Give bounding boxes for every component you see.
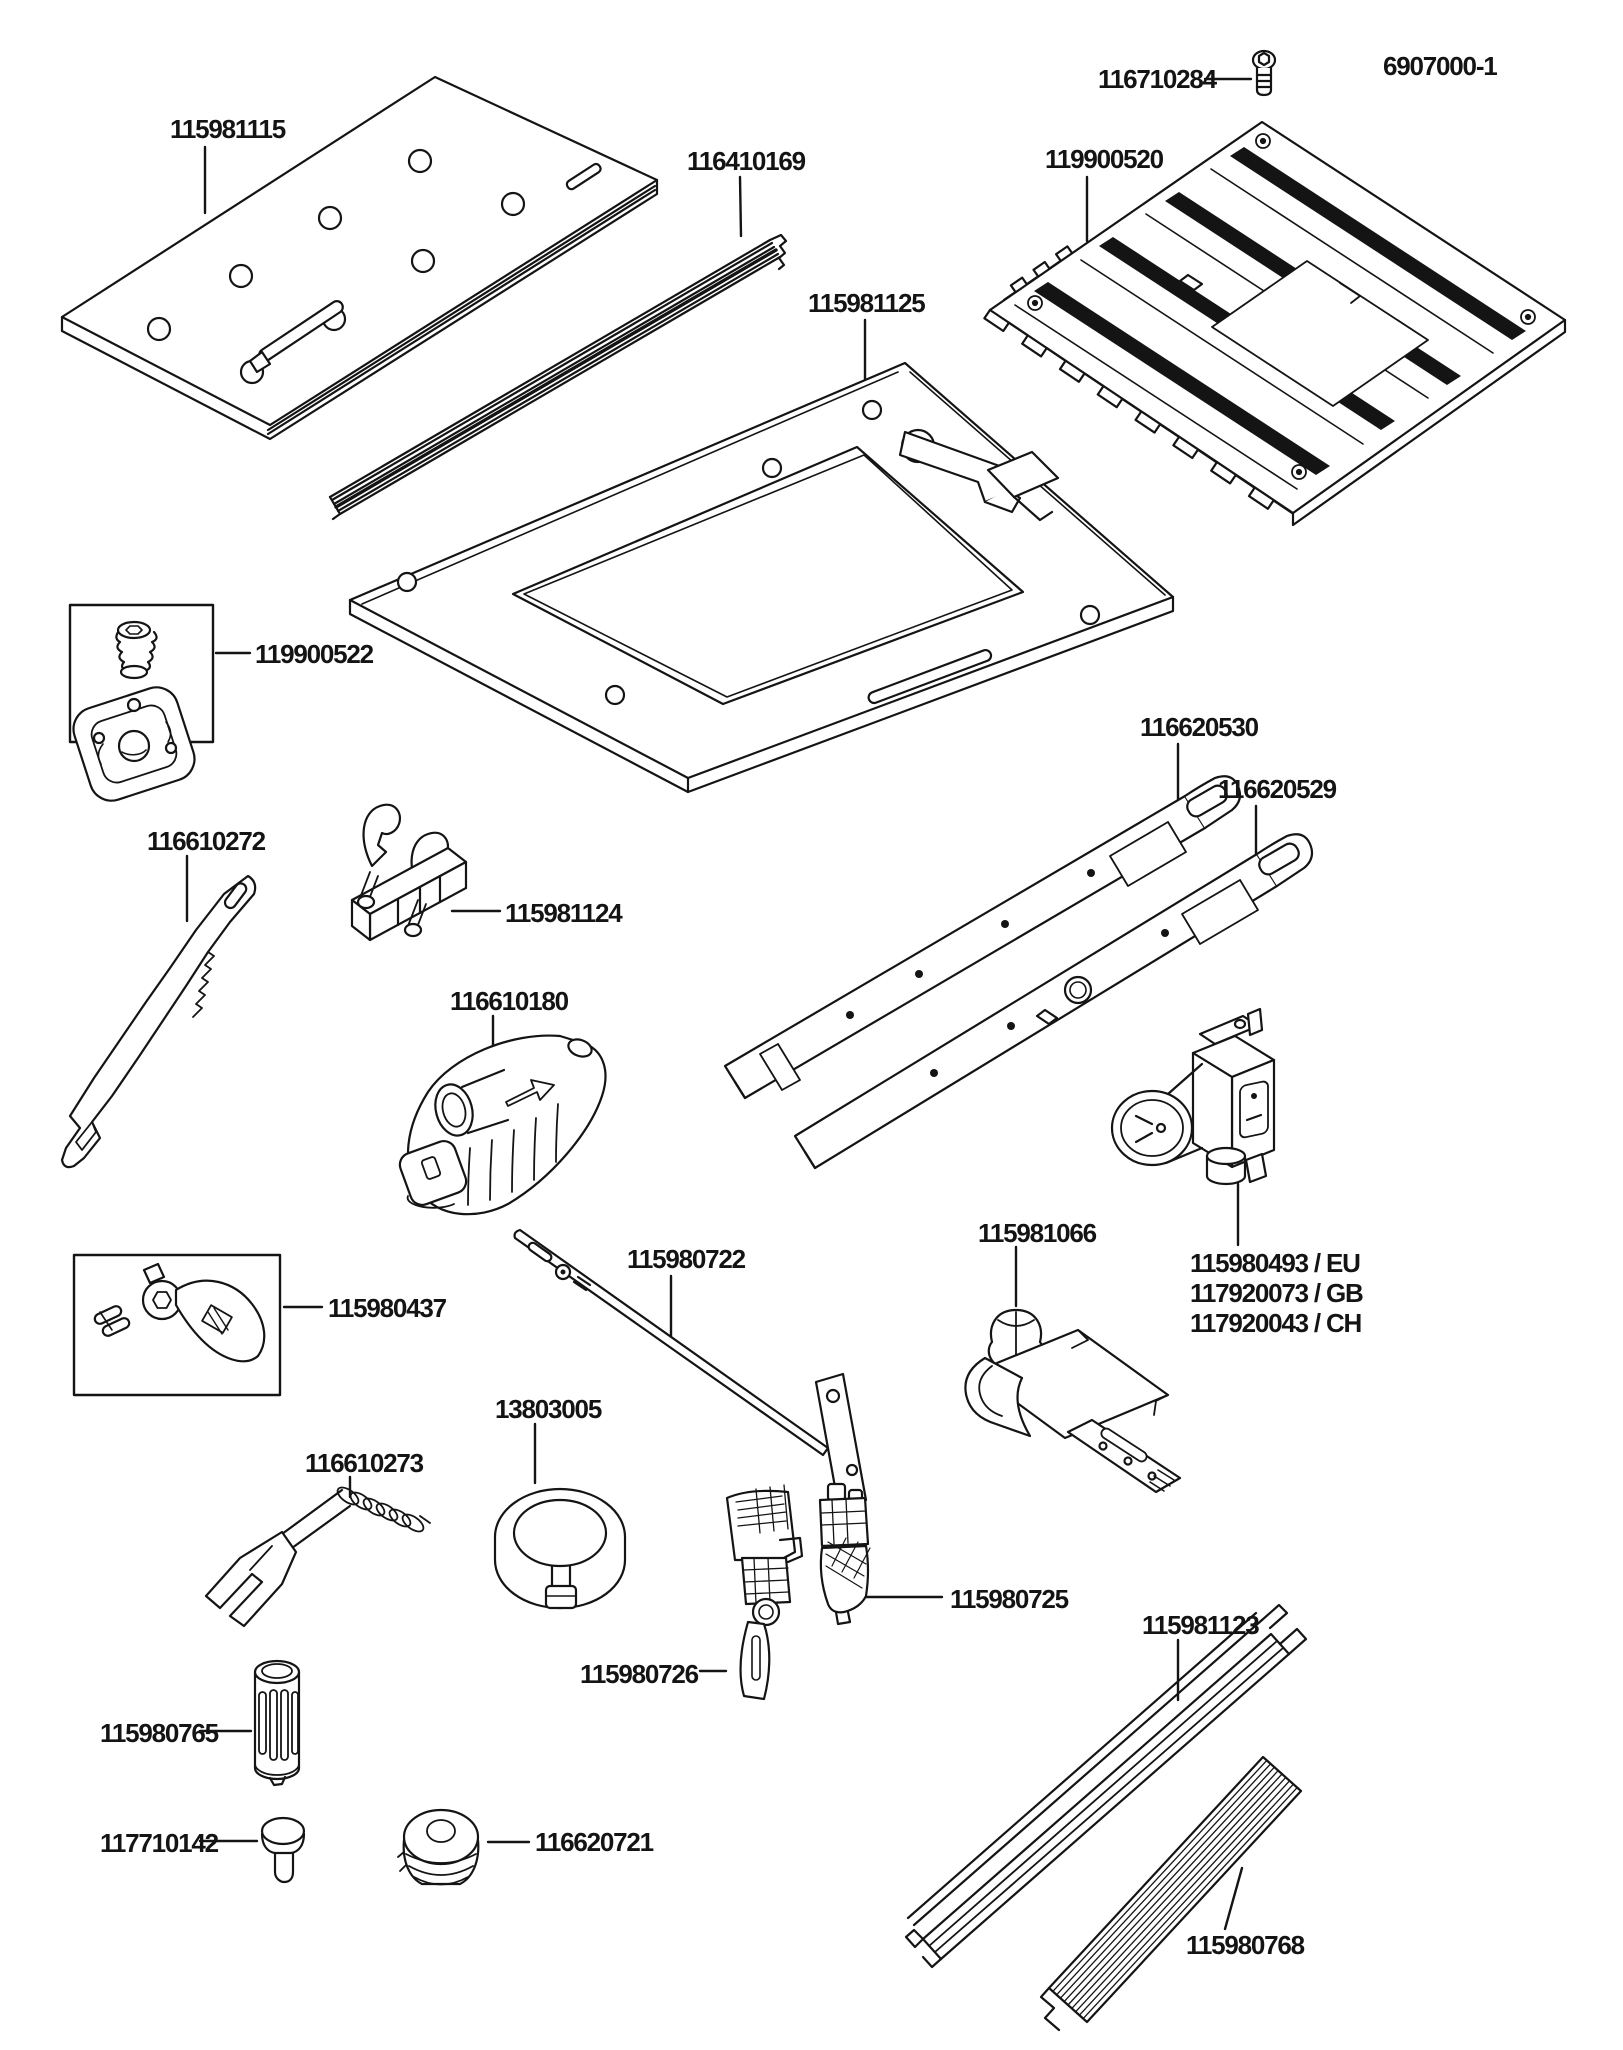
drawing-number-label: 6907000-1 [1383, 51, 1498, 81]
part-label-power-unit-ch: 117920043 / CH [1190, 1308, 1362, 1338]
frame-plate-drawing [348, 361, 1175, 794]
part-label-end-cap: 116620721 [535, 1827, 654, 1857]
clamp-lever-right-drawing [818, 1482, 871, 1626]
part-label-clamp-lever-right: 115980725 [950, 1584, 1069, 1614]
part-label-clamp-band: 13803005 [495, 1394, 602, 1424]
part-label-power-unit-gb: 117920073 / GB [1190, 1278, 1364, 1308]
part-label-strip-short: 116620529 [1218, 774, 1337, 804]
rail-insert-drawing [328, 233, 788, 521]
strip-long-drawing [723, 775, 1242, 1100]
part-label-fork-tool: 116610273 [305, 1448, 424, 1478]
part-label-clamp-lever-left: 115980726 [580, 1659, 699, 1689]
knob-grip-drawing [253, 1659, 301, 1787]
power-unit-drawing [1110, 1007, 1276, 1186]
guide-fence-drawing [964, 1308, 1182, 1494]
part-label-spanner: 116610272 [147, 826, 266, 856]
part-label-screw: 116710284 [1098, 64, 1217, 94]
fork-tool-drawing [204, 1486, 431, 1628]
insert-kit-drawing [72, 620, 196, 802]
part-label-strip-long: 116620530 [1140, 712, 1259, 742]
hook-bar-drawing [350, 803, 468, 942]
part-label-knob-grip: 115980765 [100, 1718, 219, 1748]
part-label-guide-fence: 115981066 [978, 1218, 1097, 1248]
part-label-rubber-strip: 115980768 [1186, 1930, 1305, 1960]
strip-short-drawing [793, 833, 1314, 1170]
part-label-grooved-plate: 119900520 [1045, 144, 1164, 174]
clamp-band-drawing [493, 1487, 627, 1610]
screw-drawing [1251, 49, 1277, 97]
lever-kit-drawing [93, 1262, 266, 1363]
rubber-strip-drawing [1039, 1755, 1303, 2032]
part-label-guide-rail: 115981123 [1142, 1610, 1260, 1640]
dust-adapter-drawing [398, 1034, 607, 1216]
spanner-drawing [60, 874, 257, 1169]
guide-rail-drawing [904, 1603, 1308, 1969]
plug-button-drawing [260, 1816, 306, 1884]
leader-lines [185, 77, 1258, 1931]
base-plate-drawing [60, 75, 659, 441]
part-label-plug-button: 117710142 [100, 1828, 219, 1858]
part-label-base-plate: 115981115 [170, 114, 286, 144]
part-label-lever-kit: 115980437 [328, 1293, 447, 1323]
part-label-rail-insert: 116410169 [687, 146, 806, 176]
end-cap-drawing [397, 1808, 480, 1886]
part-label-push-rod: 115980722 [627, 1244, 746, 1274]
part-label-dust-adapter: 116610180 [450, 986, 569, 1016]
part-label-power-unit-eu: 115980493 / EU [1190, 1248, 1361, 1278]
part-label-hook-bar: 115981124 [505, 898, 623, 928]
part-label-frame-plate: 115981125 [808, 288, 926, 318]
grooved-plate-drawing [983, 120, 1567, 527]
part-label-insert-kit: 119900522 [255, 639, 374, 669]
clamp-lever-left-drawing [725, 1484, 804, 1701]
